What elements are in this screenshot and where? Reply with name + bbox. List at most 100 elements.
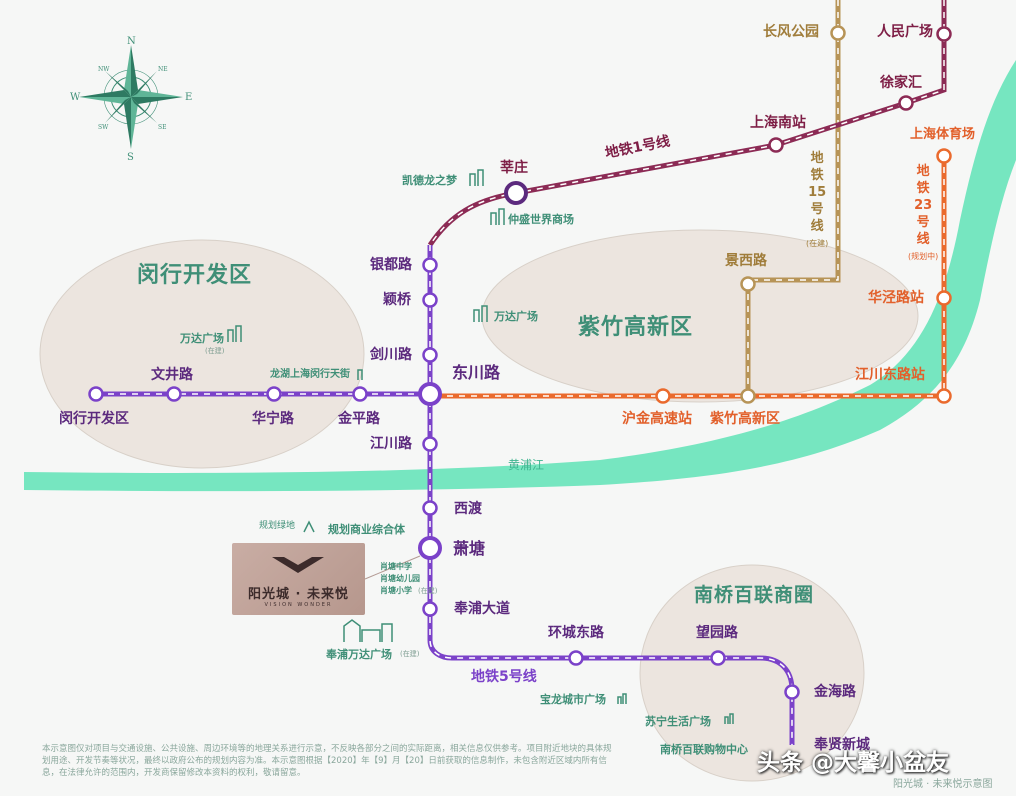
station-dot-wangyuan[interactable] bbox=[710, 650, 726, 666]
project-sub: VISION WONDER bbox=[264, 602, 333, 608]
station-huajing[interactable]: 华泾路站 bbox=[868, 290, 924, 306]
building-icon-kaidelong bbox=[469, 169, 484, 186]
station-dot-huajing[interactable] bbox=[936, 290, 952, 306]
compass-se: SE bbox=[158, 124, 167, 131]
station-yindu[interactable]: 银都路 bbox=[370, 257, 412, 273]
project-name: 阳光城 · 未来悦 bbox=[248, 587, 349, 602]
poi-zhongsheng: 仲盛世界商场 bbox=[508, 213, 574, 226]
station-wangyuan[interactable]: 望园路 bbox=[696, 625, 738, 641]
station-dot-zizhu[interactable] bbox=[740, 388, 756, 404]
poi-school1: 肖塘中学 bbox=[380, 562, 412, 571]
station-fengxian-xincheng[interactable]: 奉贤新城 bbox=[814, 737, 870, 753]
project-logo[interactable]: 阳光城 · 未来悦 VISION WONDER bbox=[232, 543, 365, 615]
building-icon-longhu bbox=[357, 369, 363, 380]
station-huanchengdong[interactable]: 环城东路 bbox=[548, 625, 604, 641]
station-xinzhuang[interactable]: 莘庄 bbox=[500, 160, 528, 176]
building-icon-zhongsheng bbox=[490, 208, 505, 225]
district-nanqiao-label: 南桥百联商圈 bbox=[694, 584, 815, 606]
poi-guihua-sy: 规划商业综合体 bbox=[328, 523, 405, 536]
compass-rose bbox=[79, 45, 183, 149]
station-dot-yindu[interactable] bbox=[422, 257, 438, 273]
building-icon-guihua bbox=[303, 520, 315, 533]
building-icon-wanda-mh bbox=[227, 325, 242, 342]
poi-guihua-ld: 规划绿地 bbox=[259, 521, 296, 531]
station-xiaotang[interactable]: 萧塘 bbox=[453, 539, 486, 558]
station-jinhai[interactable]: 金海路 bbox=[814, 684, 856, 700]
station-dot-wenjing[interactable] bbox=[166, 386, 182, 402]
disclaimer-text: 本示意图仅对项目与交通设施、公共设施、周边环境等的地理关系进行示意，不反映各部分… bbox=[42, 744, 612, 778]
station-dot-minhang-dev[interactable] bbox=[88, 386, 104, 402]
station-dot-jinhai[interactable] bbox=[784, 684, 800, 700]
station-dot-xiaotang[interactable] bbox=[418, 536, 442, 560]
station-renmin[interactable]: 人民广场 bbox=[877, 24, 933, 40]
poi-icons bbox=[227, 169, 734, 724]
poi-school3: 肖塘小学 bbox=[380, 586, 412, 595]
station-dot-hujin[interactable] bbox=[655, 388, 671, 404]
station-dot-yingqiao[interactable] bbox=[422, 292, 438, 308]
compass-s: S bbox=[127, 152, 134, 163]
compass-w: W bbox=[70, 92, 81, 103]
station-fengpu[interactable]: 奉浦大道 bbox=[454, 601, 510, 617]
station-dot-changfeng[interactable] bbox=[830, 25, 846, 41]
station-jianchuan[interactable]: 剑川路 bbox=[370, 347, 412, 363]
station-dot-jingxi[interactable] bbox=[740, 276, 756, 292]
station-yingqiao[interactable]: 颖桥 bbox=[383, 292, 411, 308]
station-dot-xidu[interactable] bbox=[422, 500, 438, 516]
station-dot-jianchuan[interactable] bbox=[422, 347, 438, 363]
station-dot-huaning[interactable] bbox=[266, 386, 282, 402]
station-jiangchuan[interactable]: 江川路 bbox=[370, 436, 412, 452]
compass-n: N bbox=[127, 36, 136, 47]
station-xujiahui[interactable]: 徐家汇 bbox=[880, 75, 922, 91]
building-icon-suning bbox=[724, 713, 734, 724]
station-shanghai-stadium[interactable]: 上海体育场 bbox=[910, 127, 976, 142]
poi-school3-note: (在建) bbox=[418, 587, 438, 595]
station-jinping[interactable]: 金平路 bbox=[338, 411, 380, 427]
map-caption: 阳光城 · 未来悦示意图 bbox=[893, 779, 993, 790]
poi-fengpu-wanda-note: (在建) bbox=[400, 650, 420, 658]
poi-fengpu-wanda: 奉浦万达广场 bbox=[326, 648, 392, 661]
station-dot-shanghai-stadium[interactable] bbox=[936, 148, 952, 164]
station-wenjing[interactable]: 文井路 bbox=[151, 367, 193, 383]
station-dot-shanghai-south[interactable] bbox=[768, 137, 784, 153]
district-area-nanqiao bbox=[639, 564, 865, 782]
station-xidu[interactable]: 西渡 bbox=[454, 501, 482, 517]
station-jiangchuan-east[interactable]: 江川东路站 bbox=[855, 367, 925, 383]
station-jingxi[interactable]: 景西路 bbox=[725, 253, 767, 269]
river-label: 黄浦江 bbox=[508, 458, 545, 472]
station-dongchuan[interactable]: 东川路 bbox=[452, 363, 501, 382]
station-dot-jiangchuan-east[interactable] bbox=[936, 388, 952, 404]
station-dot-xinzhuang[interactable] bbox=[504, 181, 528, 205]
poi-wanda-mh-note: (在建) bbox=[205, 347, 225, 355]
station-dot-xujiahui[interactable] bbox=[898, 95, 914, 111]
station-zizhu[interactable]: 紫竹高新区 bbox=[710, 411, 780, 427]
line5-label: 地铁5号线 bbox=[471, 669, 537, 685]
compass-nw: NW bbox=[98, 66, 110, 73]
station-dot-jinping[interactable] bbox=[352, 386, 368, 402]
district-zizhu-label: 紫竹高新区 bbox=[578, 315, 694, 340]
compass-sw: SW bbox=[98, 124, 109, 131]
station-dot-fengpu[interactable] bbox=[422, 601, 438, 617]
poi-longhu: 龙湖上海闵行天街 bbox=[270, 369, 350, 380]
station-changfeng[interactable]: 长风公园 bbox=[763, 24, 819, 40]
station-dot-dongchuan[interactable] bbox=[418, 382, 442, 406]
line1-route bbox=[427, 0, 947, 247]
poi-wanda-zz: 万达广场 bbox=[494, 310, 538, 323]
station-dot-huanchengdong[interactable] bbox=[568, 650, 584, 666]
station-hujin[interactable]: 沪金高速站 bbox=[622, 411, 692, 427]
station-huaning[interactable]: 华宁路 bbox=[252, 411, 294, 427]
poi-kaidelong: 凯德龙之梦 bbox=[402, 174, 457, 187]
district-area-minhang bbox=[39, 239, 365, 469]
station-shanghai-south[interactable]: 上海南站 bbox=[750, 115, 806, 131]
project-logo-mark bbox=[272, 557, 324, 573]
watermark: 头条 @大馨小盆友 bbox=[757, 750, 950, 776]
station-minhang-dev[interactable]: 闵行开发区 bbox=[59, 411, 129, 427]
building-icon-baolong bbox=[617, 693, 627, 704]
building-icon-fengpu-wanda bbox=[343, 619, 393, 642]
station-dot-renmin[interactable] bbox=[936, 26, 952, 42]
line23-label: 地 铁 23 号 线 (规划中) bbox=[908, 164, 939, 261]
station-dot-jiangchuan[interactable] bbox=[422, 436, 438, 452]
line15-label: 地 铁 15 号 线 (在建) bbox=[806, 151, 829, 248]
project-pointer bbox=[364, 555, 421, 580]
station-markers bbox=[88, 25, 952, 700]
